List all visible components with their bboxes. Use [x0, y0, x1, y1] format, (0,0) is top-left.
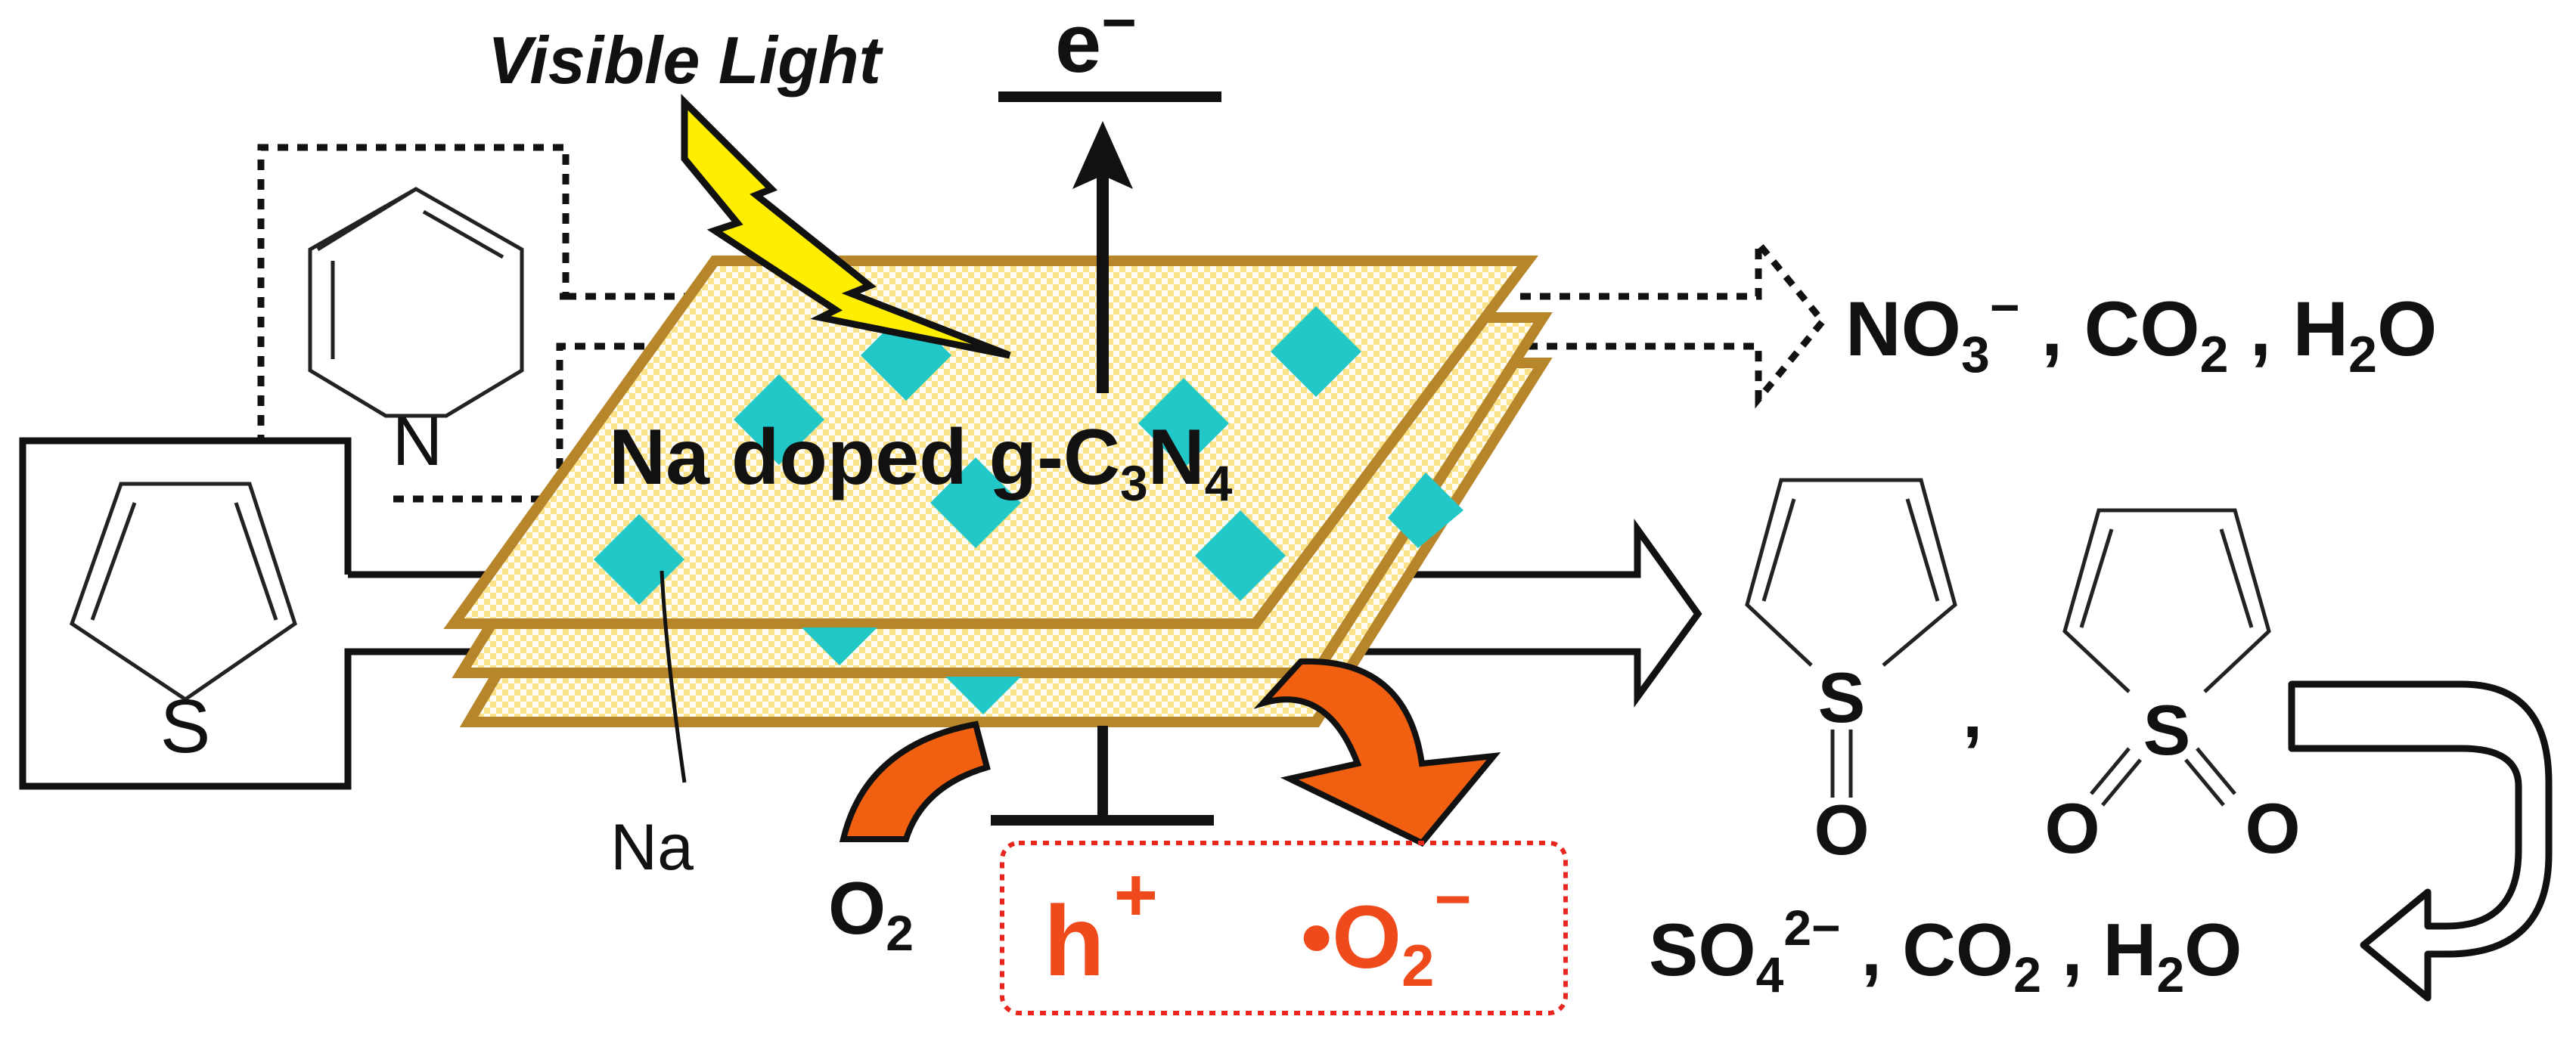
catalyst-label: Na doped g-C3N4 — [609, 414, 1233, 511]
lightning-bolt-icon — [681, 94, 1011, 359]
hollow-arrow-to-sulfur-oxides — [1331, 518, 1702, 708]
nitrogen-products-label: NO3− , CO2 , H2O — [1845, 279, 2437, 383]
thiophene-sulfoxide-molecule — [1745, 478, 1957, 798]
dotted-arrow-to-nitrogen-products — [1520, 234, 1827, 409]
electron-label: e− — [1055, 0, 1137, 90]
na-site — [945, 677, 1021, 714]
na-site — [1138, 378, 1229, 469]
pyridine-molecule — [308, 187, 524, 418]
u-turn-arrow-to-sulfur-products — [2288, 680, 2553, 1002]
thiophene-sulfone-molecule — [2062, 508, 2271, 807]
superoxide-release-orange-arrow — [1253, 658, 1501, 847]
pyridine-dotted-box — [257, 144, 570, 442]
na-callout-label: Na — [610, 811, 694, 884]
visible-light-label: Visible Light — [488, 23, 884, 98]
thiophene-molecule — [69, 482, 297, 702]
molecule-separator-comma: , — [1963, 673, 1982, 752]
oxygen-label: O2 — [828, 866, 914, 961]
o2-uptake-orange-arc — [839, 720, 991, 842]
na-site — [1271, 306, 1361, 397]
na-site — [1195, 510, 1286, 601]
na-callout-line — [660, 570, 687, 783]
superoxide-label: •O2− — [1301, 863, 1472, 999]
sulfur-products-label: SO42− , CO2 , H2O — [1649, 900, 2242, 1002]
reactive-species-box — [1000, 841, 1568, 1015]
na-site — [802, 627, 877, 665]
thiophene-s-label: S — [160, 684, 211, 769]
pyridine-n-label: N — [393, 403, 442, 480]
sulfone-o-right-label: O — [2245, 789, 2300, 868]
sulfone-s-label: S — [2143, 690, 2191, 770]
na-site — [734, 374, 824, 465]
electron-excitation-arrowhead — [1072, 121, 1133, 189]
thiophene-box-and-arrow — [19, 437, 756, 790]
sulfoxide-o-label: O — [1814, 790, 1869, 869]
na-site — [1388, 473, 1463, 548]
sulfone-o-left-label: O — [2044, 789, 2100, 868]
na-site — [930, 457, 1021, 548]
hole-label: h+ — [1044, 853, 1158, 996]
sulfoxide-s-label: S — [1818, 658, 1866, 737]
